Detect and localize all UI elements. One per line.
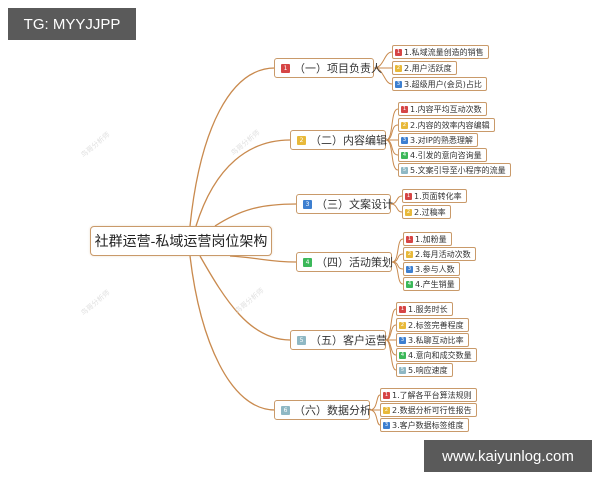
leaf-node[interactable]: 1 1.私域流量创造的销售 — [392, 45, 489, 59]
leaf-label: 1.加粉量 — [415, 234, 447, 244]
priority-1-icon: 1 — [281, 63, 290, 73]
leaf-label: 1.了解各平台算法规则 — [392, 390, 472, 400]
leaf-label: 4.引发的意向咨询量 — [410, 150, 482, 160]
branch-node-5[interactable]: 5 （五）客户运营 — [290, 330, 387, 350]
tg-overlay-label: TG: MYYJJPP — [8, 8, 136, 40]
leaf-node[interactable]: 1 1.了解各平台算法规则 — [380, 388, 477, 402]
leaf-node[interactable]: 2 2.内容的效率内容编辑 — [398, 118, 495, 132]
leaf-node[interactable]: 2 2.过稿率 — [402, 205, 451, 219]
leaf-node[interactable]: 5 5.文案引导至小程序的流量 — [398, 163, 511, 177]
priority-4-icon: 4 — [406, 280, 413, 288]
leaf-label: 3.参与人数 — [415, 264, 455, 274]
priority-1-icon: 1 — [395, 48, 402, 56]
leaf-label: 2.内容的效率内容编辑 — [410, 120, 490, 130]
priority-6-icon: 6 — [281, 405, 290, 415]
priority-1-icon: 1 — [383, 391, 390, 399]
leaf-label: 1.私域流量创造的销售 — [404, 47, 484, 57]
priority-4-icon: 4 — [399, 351, 406, 359]
priority-1-icon: 1 — [405, 192, 412, 200]
priority-5-icon: 5 — [399, 366, 406, 374]
leaf-label: 5.响应速度 — [408, 365, 448, 375]
leaf-node[interactable]: 2 2.数据分析可行性报告 — [380, 403, 477, 417]
leaf-node[interactable]: 2 2.标签完善程度 — [396, 318, 469, 332]
priority-3-icon: 3 — [395, 80, 402, 88]
leaf-label: 5.文案引导至小程序的流量 — [410, 165, 506, 175]
priority-3-icon: 3 — [383, 421, 390, 429]
branch-label: （二）内容编辑 — [310, 134, 387, 147]
leaf-label: 2.每月活动次数 — [415, 249, 471, 259]
priority-5-icon: 5 — [401, 166, 408, 174]
priority-3-icon: 3 — [401, 136, 408, 144]
leaf-label: 2.标签完善程度 — [408, 320, 464, 330]
leaf-node[interactable]: 3 3.对IP的熟悉理解 — [398, 133, 478, 147]
leaf-node[interactable]: 2 2.每月活动次数 — [403, 247, 476, 261]
priority-3-icon: 3 — [303, 199, 312, 209]
leaf-label: 3.私聊互动比率 — [408, 335, 464, 345]
leaf-node[interactable]: 3 3.客户数据标签维度 — [380, 418, 469, 432]
branch-label: （五）客户运营 — [310, 334, 387, 347]
leaf-node[interactable]: 4 4.意向和成交数量 — [396, 348, 477, 362]
priority-5-icon: 5 — [297, 335, 306, 345]
priority-3-icon: 3 — [406, 265, 413, 273]
leaf-node[interactable]: 1 1.服务时长 — [396, 302, 453, 316]
leaf-label: 2.数据分析可行性报告 — [392, 405, 472, 415]
leaf-label: 1.内容平均互动次数 — [410, 104, 482, 114]
priority-1-icon: 1 — [401, 105, 408, 113]
branch-label: （六）数据分析 — [294, 404, 371, 417]
priority-2-icon: 2 — [383, 406, 390, 414]
leaf-node[interactable]: 1 1.内容平均互动次数 — [398, 102, 487, 116]
priority-3-icon: 3 — [399, 336, 406, 344]
leaf-label: 1.页面转化率 — [414, 191, 462, 201]
leaf-label: 2.用户活跃度 — [404, 63, 452, 73]
leaf-node[interactable]: 3 3.超级用户(会员)占比 — [392, 77, 487, 91]
mindmap-root-node[interactable]: 社群运营-私域运营岗位架构 — [90, 226, 272, 256]
leaf-node[interactable]: 1 1.页面转化率 — [402, 189, 467, 203]
priority-2-icon: 2 — [401, 121, 408, 129]
branch-node-2[interactable]: 2 （二）内容编辑 — [290, 130, 387, 150]
leaf-node[interactable]: 4 4.产生销量 — [403, 277, 460, 291]
leaf-node[interactable]: 5 5.响应速度 — [396, 363, 453, 377]
priority-1-icon: 1 — [399, 305, 406, 313]
branch-label: （三）文案设计 — [316, 198, 393, 211]
leaf-node[interactable]: 4 4.引发的意向咨询量 — [398, 148, 487, 162]
leaf-label: 3.客户数据标签维度 — [392, 420, 464, 430]
leaf-node[interactable]: 3 3.私聊互动比率 — [396, 333, 469, 347]
leaf-label: 1.服务时长 — [408, 304, 448, 314]
branch-node-6[interactable]: 6 （六）数据分析 — [274, 400, 371, 420]
leaf-label: 3.超级用户(会员)占比 — [404, 79, 482, 89]
priority-2-icon: 2 — [406, 250, 413, 258]
leaf-node[interactable]: 3 3.参与人数 — [403, 262, 460, 276]
leaf-label: 4.产生销量 — [415, 279, 455, 289]
priority-1-icon: 1 — [406, 235, 413, 243]
leaf-label: 3.对IP的熟悉理解 — [410, 135, 473, 145]
branch-node-3[interactable]: 3 （三）文案设计 — [296, 194, 393, 214]
leaf-node[interactable]: 1 1.加粉量 — [403, 232, 452, 246]
priority-2-icon: 2 — [297, 135, 306, 145]
branch-label: （四）活动策划 — [316, 256, 393, 269]
site-overlay-label: www.kaiyunlog.com — [424, 440, 592, 472]
priority-4-icon: 4 — [303, 257, 312, 267]
leaf-label: 4.意向和成交数量 — [408, 350, 472, 360]
priority-2-icon: 2 — [405, 208, 412, 216]
branch-node-4[interactable]: 4 （四）活动策划 — [296, 252, 393, 272]
branch-label: （一）项目负责人 — [294, 62, 382, 75]
leaf-label: 2.过稿率 — [414, 207, 446, 217]
priority-2-icon: 2 — [395, 64, 402, 72]
priority-4-icon: 4 — [401, 151, 408, 159]
branch-node-1[interactable]: 1 （一）项目负责人 — [274, 58, 382, 78]
priority-2-icon: 2 — [399, 321, 406, 329]
leaf-node[interactable]: 2 2.用户活跃度 — [392, 61, 457, 75]
